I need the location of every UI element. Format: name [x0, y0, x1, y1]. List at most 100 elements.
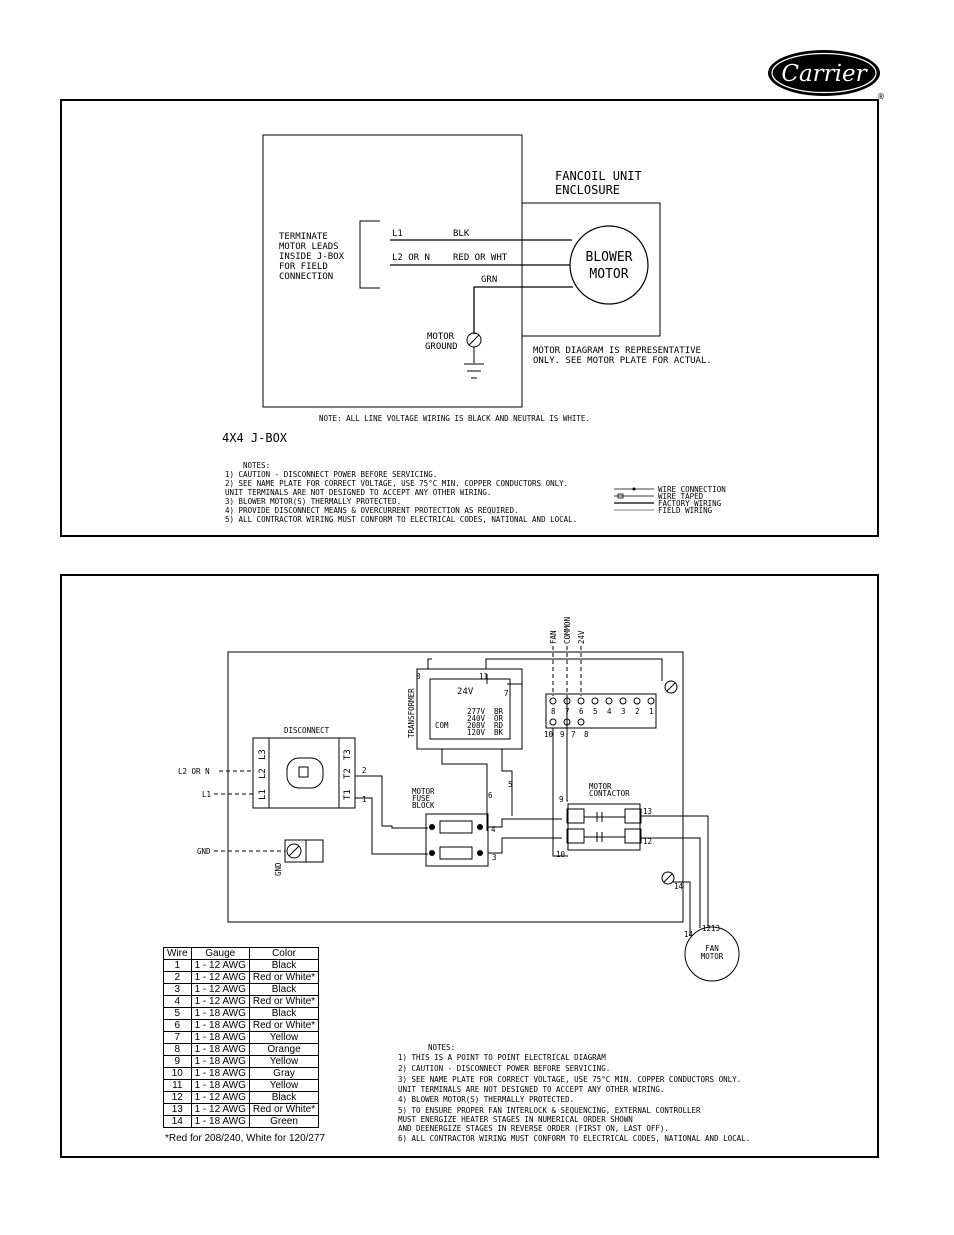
jbox-note-3: INSIDE J-BOX: [279, 252, 345, 262]
top-note-2b: UNIT TERMINALS ARE NOT DESIGNED TO ACCEP…: [225, 488, 491, 497]
representative-note-2: ONLY. SEE MOTOR PLATE FOR ACTUAL.: [533, 356, 712, 366]
color-cell: Red or White*: [248, 1019, 320, 1032]
top-notes-title: NOTES:: [243, 461, 270, 470]
wire-num-10: 10: [556, 850, 566, 859]
wire-num-8-strip: 8: [584, 730, 589, 739]
legend-factory-wiring: FACTORY WIRING: [658, 499, 722, 508]
fuse-block-label-1: MOTOR: [412, 787, 435, 796]
control-label-common: COMMON: [563, 617, 572, 644]
tap-color-bk: BK: [494, 728, 504, 737]
color-cell: Black: [248, 983, 320, 996]
tap-color-or: OR: [494, 714, 504, 723]
contactor-label-2: CONTACTOR: [589, 789, 630, 798]
wire-cell: 13: [163, 1103, 192, 1116]
wire-num-7: 7: [504, 689, 509, 698]
wire-num-13: 13: [643, 807, 652, 816]
table-header-row: Wire Gauge Color: [163, 947, 320, 960]
control-label-24v: 24V: [577, 630, 586, 644]
leads-bracket: [359, 220, 380, 289]
wire-l1-color: BLK: [453, 229, 470, 239]
control-label-fan: FAN: [549, 630, 558, 644]
legend-wire-connection: WIRE CONNECTION: [658, 485, 726, 494]
wire-cell: 1: [163, 959, 192, 972]
disconnect-l2: L2: [258, 768, 268, 779]
wire-13: [641, 815, 709, 928]
wire-4-path: [488, 818, 562, 828]
fuse-bottom: [439, 846, 473, 860]
top-note-4: 4) PROVIDE DISCONNECT MEANS & OVERCURREN…: [225, 506, 519, 515]
wire-cell: 5: [163, 1007, 192, 1020]
header-color: Color: [248, 947, 320, 960]
wire-cell: 2: [163, 971, 192, 984]
enclosure-label-1: FANCOIL UNIT: [555, 169, 642, 183]
blower-motor-label-1: BLOWER: [586, 250, 633, 265]
ground-lug: [284, 839, 324, 863]
bottom-note-2: 2) CAUTION - DISCONNECT POWER BEFORE SER…: [398, 1064, 610, 1073]
wire-table-footnote: *Red for 208/240, White for 120/277: [165, 1133, 326, 1144]
color-cell: Green: [248, 1115, 320, 1128]
bottom-note-5: 5) TO ENSURE PROPER FAN INTERLOCK & SEQU…: [398, 1106, 701, 1115]
wire-6: [441, 749, 488, 831]
motor-wiring-panel: TERMINATE MOTOR LEADS INSIDE J-BOX FOR F…: [60, 99, 879, 537]
wire-num-9-strip: 9: [560, 730, 565, 739]
wire-cell: 6: [163, 1019, 192, 1032]
color-cell: Yellow: [248, 1055, 320, 1068]
wire-num-12: 12: [643, 837, 652, 846]
wire-num-12-motor: 12: [702, 924, 711, 933]
bottom-note-3: 3) SEE NAME PLATE FOR CORRECT VOLTAGE, U…: [398, 1075, 741, 1084]
wire-num-3: 3: [492, 853, 497, 862]
gauge-cell: 1 - 18 AWG: [190, 1115, 250, 1128]
gauge-cell: 1 - 18 AWG: [190, 1031, 250, 1044]
top-note-1: 1) CAUTION - DISCONNECT POWER BEFORE SER…: [225, 470, 437, 479]
gauge-cell: 1 - 12 AWG: [190, 959, 250, 972]
wire-grn-color: GRN: [481, 275, 497, 285]
disconnect-l1: L1: [258, 789, 268, 800]
wire-num-14: 14: [674, 882, 684, 891]
header-wire: Wire: [163, 947, 192, 960]
input-l1: L1: [202, 790, 211, 799]
color-cell: Orange: [248, 1043, 320, 1056]
wire-14: [672, 881, 691, 936]
fuse-block-label-2: FUSE: [412, 794, 431, 803]
color-cell: Yellow: [248, 1079, 320, 1092]
ground-screw-icon: [664, 680, 678, 694]
header-gauge: Gauge: [190, 947, 250, 960]
tap-color-br: BR: [494, 707, 504, 716]
jbox-label: 4X4 J-BOX: [222, 431, 288, 445]
wire-num-9: 9: [559, 795, 564, 804]
tap-120v: 120V: [467, 728, 486, 737]
control-box: [227, 651, 684, 923]
gauge-cell: 1 - 12 AWG: [190, 1103, 250, 1116]
fuse-block-label-3: BLOCK: [412, 801, 435, 810]
strip-terminal-4: 4: [607, 707, 612, 716]
wire-num-13-motor: 13: [711, 924, 720, 933]
motor-ground-screw-icon: [661, 871, 675, 885]
wire-2: [355, 775, 428, 829]
color-cell: Red or White*: [248, 1103, 320, 1116]
bottom-note-1: 1) THIS IS A POINT TO POINT ELECTRICAL D…: [398, 1053, 606, 1062]
gnd-screw-icon: [286, 843, 302, 859]
wire-11: [485, 658, 663, 681]
wire-cell: 12: [163, 1091, 192, 1104]
gauge-cell: 1 - 18 AWG: [190, 1043, 250, 1056]
wire-cell: 3: [163, 983, 192, 996]
color-cell: Black: [248, 1091, 320, 1104]
wiring-legend: WIRE CONNECTION WIRE TAPED FACTORY WIRIN…: [614, 485, 726, 515]
bottom-note-5b: MUST ENERGIZE HEATER STAGES IN NUMERICAL…: [398, 1115, 633, 1124]
wire-num-1: 1: [362, 795, 367, 804]
wire-num-7-strip: 7: [571, 730, 576, 739]
disconnect-switch: [252, 737, 356, 809]
tap-24v: 24V: [457, 687, 474, 697]
gauge-cell: 1 - 12 AWG: [190, 1091, 250, 1104]
wire-num-8: 8: [416, 672, 421, 681]
jbox-note-1: TERMINATE: [279, 232, 328, 242]
wire-l2-color: RED OR WHT: [453, 253, 508, 263]
